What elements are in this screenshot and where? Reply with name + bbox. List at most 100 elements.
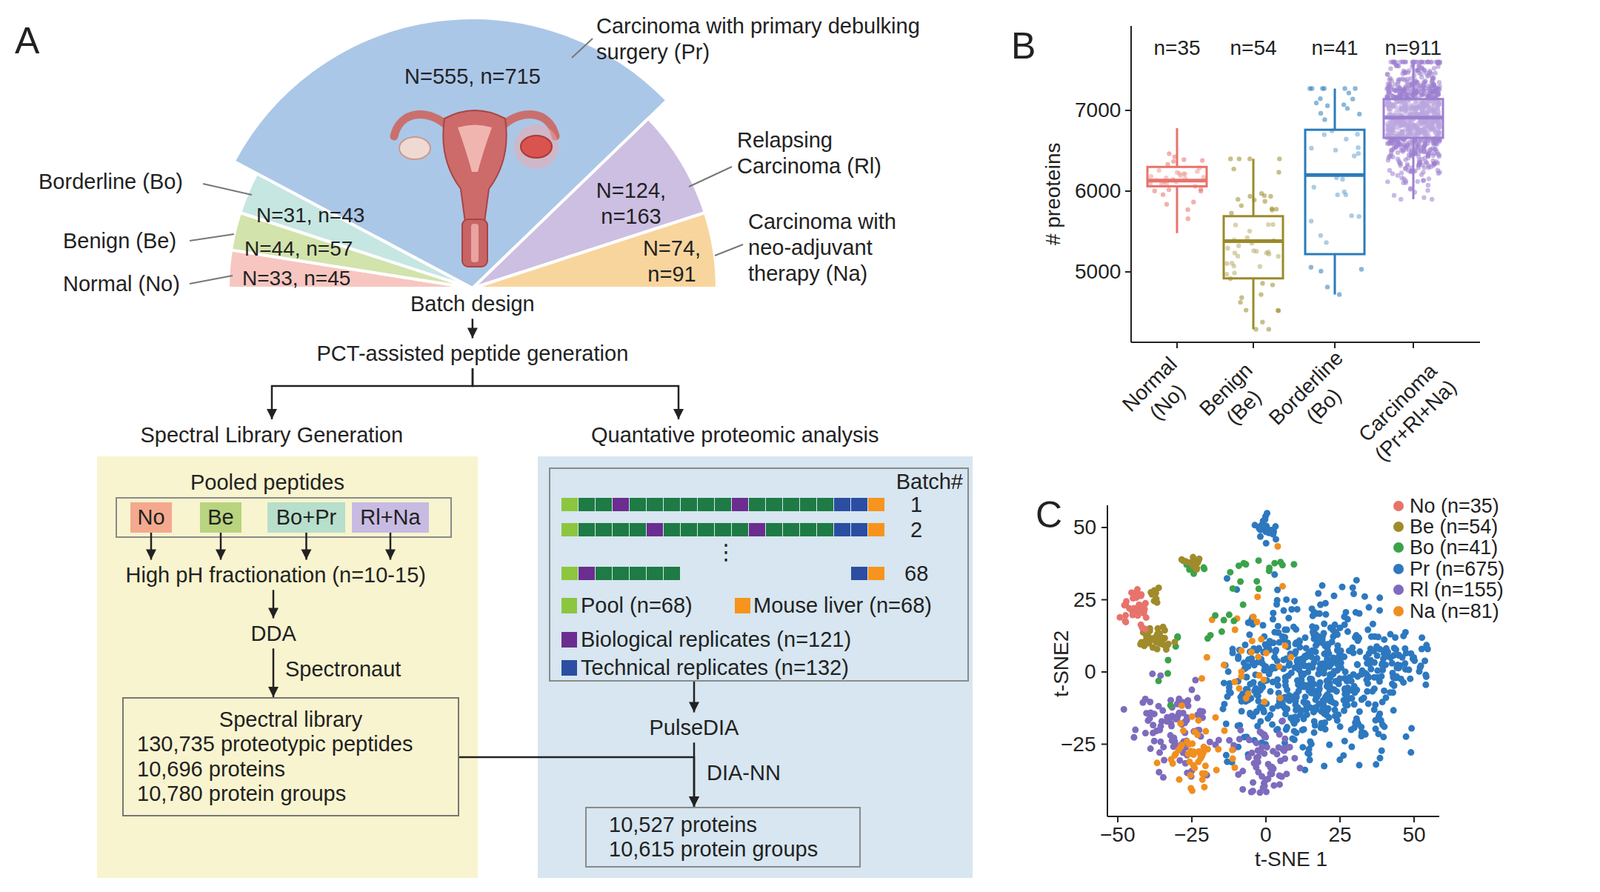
data-point [1194, 694, 1201, 702]
data-point [1308, 265, 1314, 270]
legend-text: Biological replicates (n=121) [580, 626, 852, 653]
data-point [1385, 71, 1390, 77]
legend-text: Mouse liver (n=68) [753, 592, 932, 619]
data-point [1403, 146, 1409, 152]
legend-dot [1393, 542, 1404, 553]
data-point [1275, 308, 1280, 313]
data-point [1398, 161, 1403, 166]
data-point [1382, 694, 1390, 701]
step-label: DDA [246, 618, 301, 649]
whisker [1334, 88, 1337, 131]
data-point [1175, 695, 1183, 703]
data-point [1319, 703, 1326, 711]
count-label: N=44, n=57 [244, 236, 353, 262]
data-point [1334, 717, 1341, 724]
data-point [1302, 682, 1310, 690]
sample-count: n=41 [1311, 35, 1359, 61]
data-point [1271, 654, 1278, 661]
data-point [1405, 82, 1410, 87]
data-point [1388, 660, 1396, 667]
legend-text: Pr (n=675) [1409, 557, 1505, 581]
data-point [1200, 157, 1205, 163]
data-point [1200, 783, 1208, 791]
data-point [1167, 731, 1175, 739]
data-point [1238, 707, 1246, 715]
data-point [1414, 140, 1419, 146]
data-point [1400, 632, 1407, 640]
data-point [1345, 105, 1350, 111]
data-point [1160, 192, 1166, 198]
data-point [1249, 779, 1257, 786]
legend-text: Technical replicates (n=132) [580, 654, 849, 681]
data-point [1185, 216, 1191, 221]
data-point [1265, 760, 1272, 768]
data-point [1425, 165, 1431, 170]
data-point [1366, 657, 1374, 665]
data-point [1262, 199, 1267, 204]
box-text: 10,615 protein groups [608, 837, 818, 862]
data-point [1376, 594, 1383, 601]
step-label: High pH fractionation (n=10-15) [121, 560, 431, 591]
data-point [1415, 88, 1420, 94]
data-point [1337, 291, 1342, 297]
data-point [1408, 725, 1415, 732]
process-box: Bo+Pr [267, 502, 346, 533]
data-point [1278, 717, 1286, 725]
data-point [1268, 663, 1276, 671]
data-point [1350, 671, 1358, 678]
box-text: Rl+Na [360, 505, 420, 530]
data-point [1387, 168, 1392, 173]
data-point [1371, 701, 1379, 709]
data-point [1171, 159, 1176, 164]
legend-swatch [561, 597, 578, 614]
data-point [1326, 693, 1334, 700]
data-point [1388, 91, 1393, 97]
tick [1191, 816, 1193, 823]
tick-label: 50 [1073, 514, 1097, 540]
data-point [1342, 85, 1347, 91]
whisker [1252, 278, 1255, 330]
data-point [1305, 750, 1313, 758]
data-point [1281, 735, 1289, 743]
data-point [1417, 63, 1422, 69]
data-point [1249, 787, 1257, 795]
median-line [1223, 239, 1283, 243]
data-point [1420, 178, 1426, 183]
category-label: Normal (No) [1111, 345, 1205, 439]
data-point [1420, 169, 1426, 175]
data-point [1263, 509, 1271, 517]
data-point [1380, 636, 1388, 643]
box-text: 130,735 proteotypic peptides [137, 731, 413, 757]
leader-line [571, 38, 593, 58]
data-point [1260, 784, 1267, 792]
legend-text: Rl (n=155) [1409, 577, 1504, 602]
group-name: Carcinoma with primary debulking surgery… [596, 13, 923, 66]
data-point [1258, 291, 1263, 297]
data-point [1262, 776, 1269, 783]
data-point [1245, 619, 1252, 626]
data-point [1332, 677, 1340, 685]
axis-line [1107, 815, 1440, 818]
data-point [1321, 697, 1329, 704]
box-text: Spectral library [219, 707, 363, 732]
data-point [1264, 714, 1272, 722]
data-point [1157, 722, 1164, 730]
data-point [1401, 176, 1406, 181]
data-point [1257, 717, 1264, 725]
legend-swatch [734, 597, 751, 614]
data-point [1274, 702, 1281, 709]
data-point [1401, 645, 1409, 652]
data-point [1374, 633, 1382, 640]
data-point [1421, 177, 1426, 183]
data-point [1260, 622, 1267, 629]
data-point [1421, 195, 1426, 200]
data-point [1271, 571, 1278, 578]
data-point [1365, 603, 1373, 611]
data-point [1290, 623, 1298, 631]
data-point [1191, 200, 1196, 205]
data-point [1406, 675, 1414, 683]
ovary [520, 135, 552, 158]
data-point [1425, 74, 1430, 79]
data-point [1277, 156, 1282, 161]
data-point [1341, 737, 1349, 745]
